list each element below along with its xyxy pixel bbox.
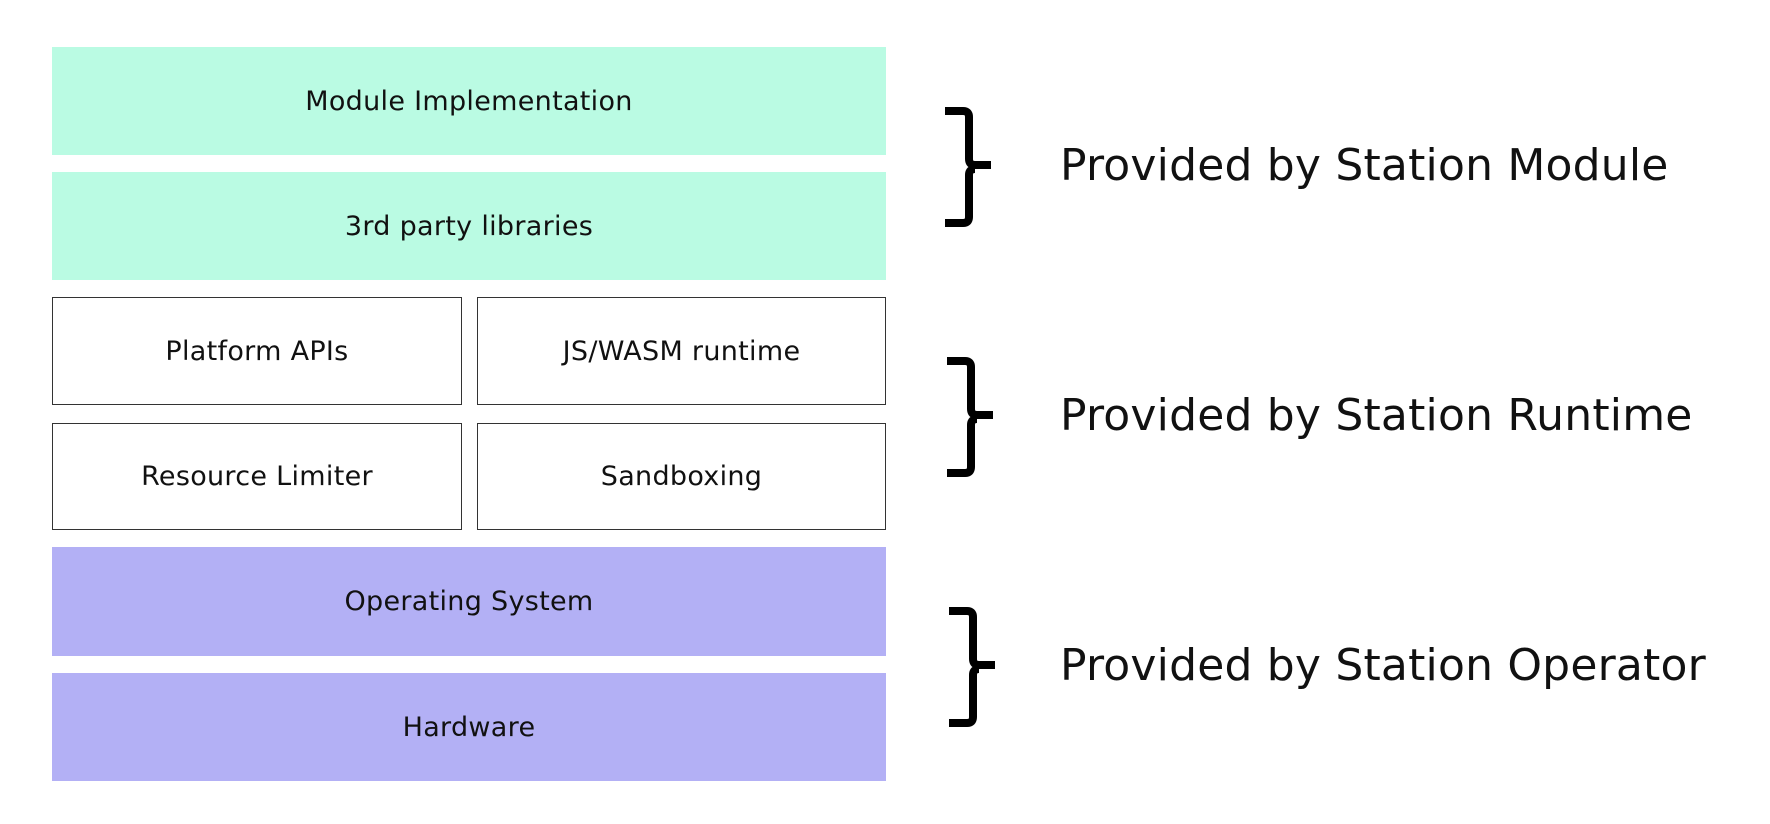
group-label-station-runtime: Provided by Station Runtime: [1060, 390, 1693, 441]
layer-module-implementation: Module Implementation: [52, 47, 886, 155]
layer-label: JS/WASM runtime: [562, 335, 801, 367]
curly-brace-icon: [945, 107, 993, 227]
layer-label: 3rd party libraries: [344, 210, 594, 242]
layer-platform-apis: Platform APIs: [52, 297, 462, 405]
layer-label: Hardware: [402, 711, 536, 743]
layer-label: Platform APIs: [165, 335, 349, 367]
curly-brace-icon: [947, 357, 995, 477]
layer-operating-system: Operating System: [52, 547, 886, 656]
group-label-station-module: Provided by Station Module: [1060, 140, 1669, 191]
layer-hardware: Hardware: [52, 673, 886, 781]
layer-sandboxing: Sandboxing: [477, 423, 886, 530]
layer-label: Sandboxing: [600, 461, 763, 492]
curly-brace-icon: [949, 607, 997, 727]
group-label-station-operator: Provided by Station Operator: [1060, 640, 1706, 691]
layer-label: Operating System: [344, 586, 594, 617]
layer-label: Resource Limiter: [141, 461, 373, 492]
layer-label: Module Implementation: [305, 85, 633, 117]
layer-third-party-libraries: 3rd party libraries: [52, 172, 886, 280]
layer-resource-limiter: Resource Limiter: [52, 423, 462, 530]
layer-js-wasm-runtime: JS/WASM runtime: [477, 297, 886, 405]
